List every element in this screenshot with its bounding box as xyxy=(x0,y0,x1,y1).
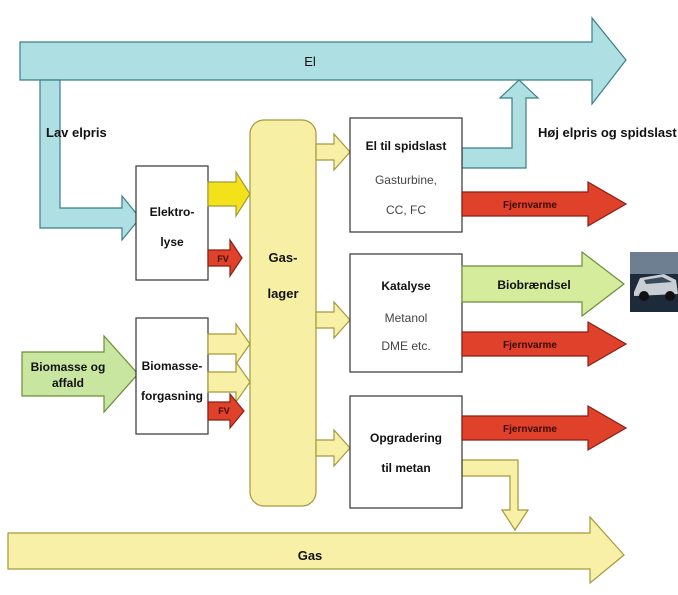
upgrade-line2: til metan xyxy=(381,461,430,475)
gasification-fv-label: FV xyxy=(218,406,230,416)
district-heat-label-2: Fjernvarme xyxy=(503,340,557,351)
catalysis-box: Katalyse Metanol DME etc. xyxy=(349,253,463,373)
peak-power-title: El til spidslast xyxy=(366,139,447,153)
district-heat-label-1: Fjernvarme xyxy=(503,200,557,211)
district-heat-arrow-1-shape xyxy=(461,180,628,228)
district-heat-arrow-3-shape xyxy=(461,404,628,452)
gasification-box: Biomasse- forgasning xyxy=(135,317,209,435)
gasification-box-rect xyxy=(135,317,209,435)
district-heat-label-3: Fjernvarme xyxy=(503,424,557,435)
el-arrow-label: El xyxy=(304,54,316,69)
peak-power-line3: CC, FC xyxy=(386,203,426,217)
gas-arrow: Gas xyxy=(7,515,625,585)
district-heat-arrow-2-shape xyxy=(461,320,628,368)
electrolysis-label-line1: Elektro- xyxy=(150,205,195,219)
biomass-arrow: Biomasse og affald xyxy=(21,334,139,414)
gas-storage-rect xyxy=(249,119,317,507)
gasification-fv-shape xyxy=(207,392,245,430)
district-heat-arrow-3: Fjernvarme xyxy=(461,404,628,452)
peak-power-line2: Gasturbine, xyxy=(375,173,437,187)
gasification-gas-arrow-2 xyxy=(207,360,251,404)
el-arrow: El xyxy=(19,16,627,106)
car-image xyxy=(630,252,678,312)
catalysis-box-rect xyxy=(349,253,463,373)
peak-power-box-rect xyxy=(349,117,463,233)
upgrade-box: Opgradering til metan xyxy=(349,395,463,509)
upgrade-to-gas-arrow xyxy=(461,459,530,532)
catalysis-line3: DME etc. xyxy=(381,339,430,353)
gas-arrow-label: Gas xyxy=(298,548,323,563)
electrolysis-fv-arrow: FV xyxy=(207,238,243,278)
gas-storage-label-line1: Gas- xyxy=(269,250,298,265)
high-price-arrow-shape xyxy=(461,79,540,169)
gasification-gas-arrow-1 xyxy=(207,322,251,366)
el-arrow-shape xyxy=(19,16,627,106)
gas-storage-label-line2: lager xyxy=(267,286,298,301)
storage-to-upgrade-arrow xyxy=(315,428,351,468)
gasification-label-line2: forgasning xyxy=(141,389,203,403)
biofuel-label: Biobrændsel xyxy=(497,278,570,292)
gasification-fv-arrow: FV xyxy=(207,392,245,430)
storage-to-peak-arrow xyxy=(315,132,351,172)
electrolysis-gas-arrow xyxy=(207,169,251,219)
catalysis-line2: Metanol xyxy=(385,311,428,325)
biomass-label-line1: Biomasse og xyxy=(31,360,106,374)
upgrade-box-rect xyxy=(349,395,463,509)
electrolysis-fv-label: FV xyxy=(217,254,229,264)
high-price-label: Høj elpris og spidslast xyxy=(538,125,677,140)
district-heat-arrow-1: Fjernvarme xyxy=(461,180,628,228)
car-wheel-front xyxy=(639,291,649,301)
storage-to-catalysis-arrow xyxy=(315,300,351,340)
electrolysis-label-line2: lyse xyxy=(160,235,184,249)
gas-storage: Gas- lager xyxy=(249,119,317,507)
biofuel-arrow-shape xyxy=(461,250,625,318)
gasification-label-line1: Biomasse- xyxy=(142,359,203,373)
low-price-arrow-shape xyxy=(39,79,141,242)
biomass-label-line2: affald xyxy=(52,376,84,390)
electrolysis-box: Elektro- lyse xyxy=(135,165,209,281)
peak-power-box: El til spidslast Gasturbine, CC, FC xyxy=(349,117,463,233)
electrolysis-box-rect xyxy=(135,165,209,281)
car-window xyxy=(644,277,672,284)
car-photo-sky xyxy=(630,252,678,274)
car-wheel-rear xyxy=(665,291,675,301)
district-heat-arrow-2: Fjernvarme xyxy=(461,320,628,368)
biomass-arrow-shape xyxy=(21,334,139,414)
catalysis-title: Katalyse xyxy=(381,279,431,293)
low-price-label: Lav elpris xyxy=(46,125,107,140)
low-price-arrow: Lav elpris xyxy=(39,79,141,242)
upgrade-line1: Opgradering xyxy=(370,431,442,445)
electrolysis-fv-shape xyxy=(207,238,243,278)
biofuel-arrow: Biobrændsel xyxy=(461,250,625,318)
gas-arrow-shape xyxy=(7,515,625,585)
high-price-arrow: Høj elpris og spidslast xyxy=(461,79,677,169)
